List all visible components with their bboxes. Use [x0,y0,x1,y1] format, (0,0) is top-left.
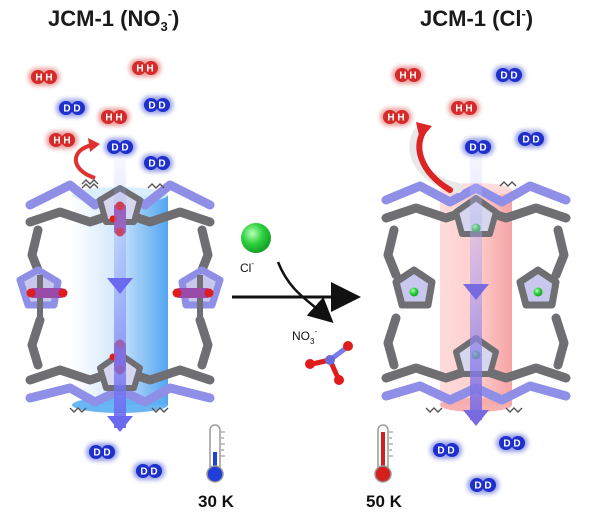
chloride-label: Cl- [240,259,254,275]
d2-label: D D [63,104,80,115]
nitrate-label: NO3- [292,327,317,346]
exchange-reaction: Cl- NO3- [232,223,361,385]
left-flow-arrow [107,160,133,432]
gas-molecules: H H H H D D D D H H H H D D D D D D D D H H D D H H H… [28,59,547,494]
free-nitrate [305,341,353,385]
d2-label: D D [148,101,165,112]
left-temperature: 30 K [198,492,235,511]
right-flow-arrow [463,150,489,426]
right-side-pillar-left [383,225,436,370]
h2-molecule: H H [28,68,60,86]
h2-label: H H [455,104,472,115]
d2-molecule: D D [133,462,165,480]
h2-label: H H [136,64,153,75]
h2-molecule: H H [392,66,424,84]
d2-label: D D [93,448,110,459]
d2-label: D D [140,467,157,478]
d2-molecule: D D [462,138,494,156]
d2-molecule: D D [104,138,136,156]
chloride-left [409,287,419,297]
d2-label: D D [111,143,128,154]
d2-molecule: D D [467,476,499,494]
h2-label: H H [399,71,416,82]
left-framework [16,180,224,413]
h2-label: H H [387,113,404,124]
nitrate-left [26,288,68,298]
right-side-pillar-right [516,225,569,370]
thermometer-cold-icon [206,424,225,483]
h2-label: H H [35,73,52,84]
d2-molecule: D D [430,441,462,459]
thermometer-hot-icon [374,424,393,483]
d2-label: D D [437,446,454,457]
d2-label: D D [522,135,539,146]
d2-molecule: D D [56,99,88,117]
nitrate-right [172,288,214,298]
d2-molecule: D D [86,443,118,461]
h2-molecule: H H [129,59,161,77]
left-title: JCM-1 (NO3-) [48,6,179,34]
h2-molecule: H H [448,99,480,117]
d2-molecule: D D [141,154,173,172]
h2-label: H H [105,113,122,124]
d2-molecule: D D [493,66,525,84]
chloride-sphere [241,223,271,253]
right-rejection-arrow [409,122,463,193]
h2-label: H H [53,136,70,147]
release-arrow [276,261,334,324]
h2-molecule: H H [380,108,412,126]
d2-molecule: D D [515,130,547,148]
d2-label: D D [500,71,517,82]
h2-molecule: H H [46,131,78,149]
left-rejection-arrow [73,143,96,180]
h2-molecule: H H [98,108,130,126]
d2-label: D D [469,143,486,154]
d2-label: D D [148,159,165,170]
d2-molecule: D D [141,96,173,114]
d2-label: D D [474,481,491,492]
chloride-right [533,287,543,297]
right-title: JCM-1 (Cl-) [420,6,533,31]
d2-molecule: D D [496,434,528,452]
d2-label: D D [503,439,520,450]
right-temperature: 50 K [366,492,403,511]
